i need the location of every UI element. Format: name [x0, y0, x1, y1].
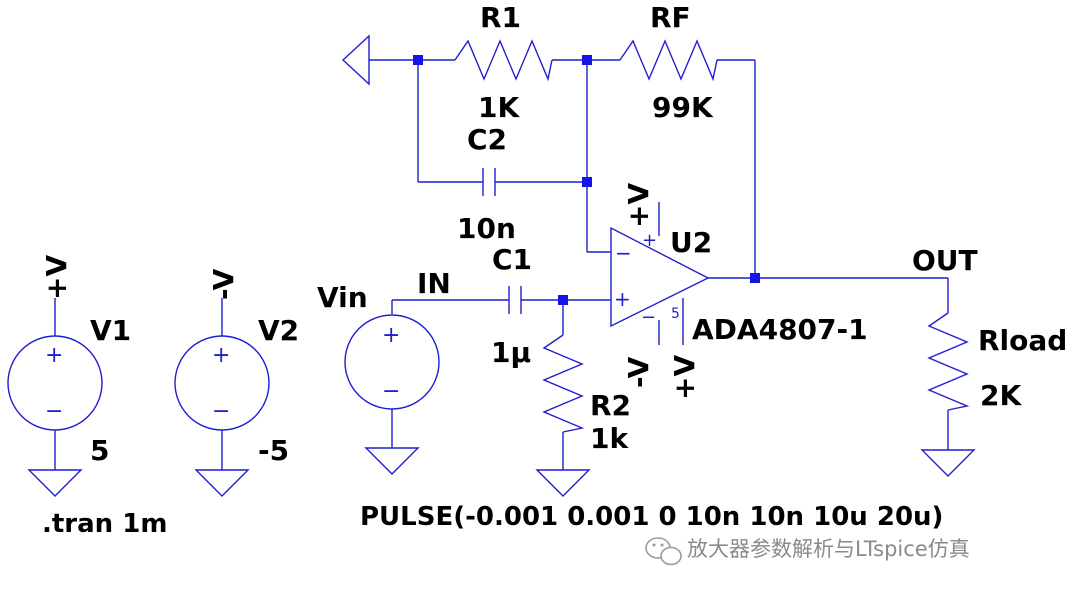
tran-directive[interactable]: .tran 1m: [42, 509, 167, 539]
junction-noninv: [558, 295, 568, 305]
resistor-rf[interactable]: [619, 39, 718, 82]
v2-minus-sign: −: [212, 399, 230, 424]
v1-plus-sign: +: [45, 343, 63, 368]
u2-name: U2: [670, 226, 712, 259]
v2-plus-sign: +: [212, 343, 230, 368]
opamp-vminus-label: -V: [622, 356, 655, 388]
opamp-u2[interactable]: [610, 226, 710, 328]
r1-name: R1: [480, 1, 521, 34]
rload-name: Rload: [978, 324, 1067, 357]
rf-value: 99K: [652, 91, 714, 124]
pin5-supply-label: +V: [668, 355, 701, 400]
v2-supply-label: -V: [207, 268, 240, 300]
junction-r1-rf: [582, 55, 592, 65]
net-label-out: OUT: [912, 244, 978, 277]
v2-name: V2: [258, 314, 299, 347]
v2-value: -5: [258, 434, 289, 467]
watermark-text: 放大器参数解析与LTspice仿真: [687, 537, 970, 561]
junction-left: [413, 55, 423, 65]
opamp-pin5-label: 5: [671, 306, 680, 322]
ground-arrow-r1: [341, 34, 370, 86]
c2-name: C2: [467, 123, 507, 156]
c1-name: C1: [492, 243, 532, 276]
opamp-minus-pin: −: [615, 241, 632, 265]
resistor-r2[interactable]: [542, 334, 585, 433]
opamp-vplus-label: +V: [622, 183, 655, 228]
c2-value: 10n: [457, 212, 516, 245]
rf-name: RF: [650, 1, 691, 34]
c1-value: 1µ: [491, 336, 531, 369]
opamp-vplus-pin: +: [642, 230, 657, 251]
junction-c2-inv: [582, 177, 592, 187]
resistor-rload[interactable]: [927, 312, 970, 411]
junction-output: [750, 273, 760, 283]
vin-minus-sign: −: [382, 379, 400, 404]
u2-part: ADA4807-1: [692, 313, 868, 346]
wechat-icon: [645, 537, 682, 566]
ground-v2: [194, 469, 250, 497]
resistor-r1[interactable]: [454, 39, 553, 82]
rload-value: 2K: [980, 379, 1022, 412]
ground-v1: [27, 469, 83, 497]
v1-minus-sign: −: [45, 399, 63, 424]
net-label-in: IN: [417, 267, 451, 300]
r1-value: 1K: [478, 91, 520, 124]
vin-plus-sign: +: [382, 323, 400, 348]
r2-value: 1k: [590, 422, 629, 455]
vin-name: Vin: [317, 281, 368, 314]
pulse-spec[interactable]: PULSE(-0.001 0.001 0 10n 10n 10u 20u): [360, 502, 943, 532]
opamp-vminus-pin: −: [641, 307, 656, 328]
v1-value: 5: [90, 434, 109, 467]
ground-r2: [535, 469, 591, 497]
opamp-plus-pin: +: [614, 287, 631, 311]
v1-name: V1: [90, 314, 131, 347]
ground-rload: [920, 449, 976, 477]
v1-supply-label: +V: [40, 255, 73, 300]
r2-name: R2: [590, 389, 631, 422]
ground-vin: [364, 447, 420, 475]
